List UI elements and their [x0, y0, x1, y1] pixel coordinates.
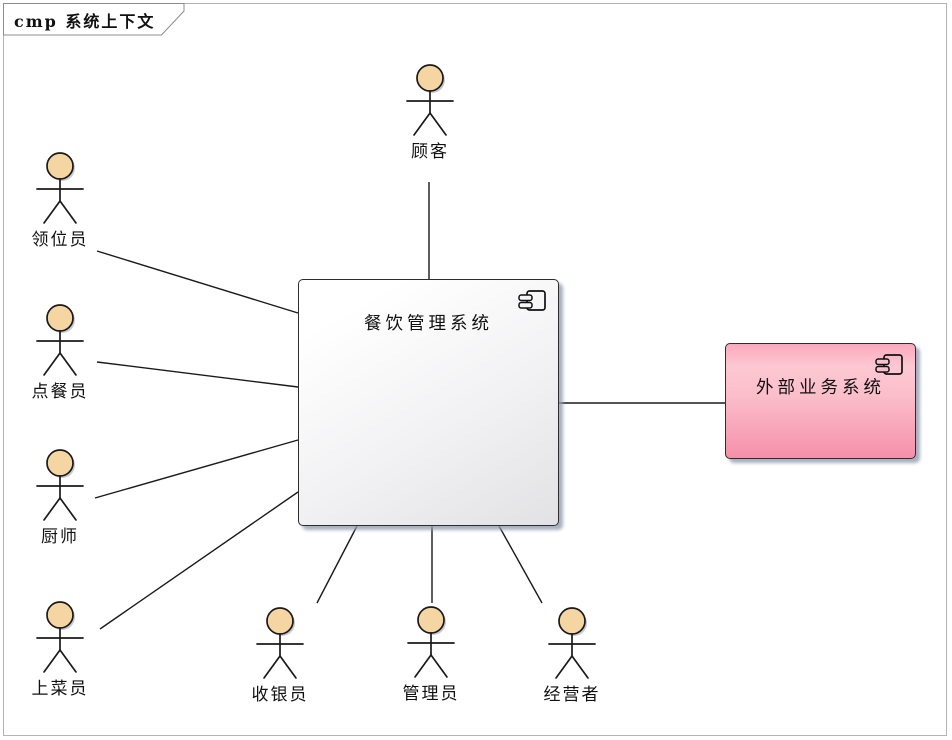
actor-label: 收银员: [251, 685, 309, 705]
actor-label: 领位员: [31, 230, 89, 250]
component-external-business-system[interactable]: 外部业务系统: [725, 343, 916, 459]
actor-owner[interactable]: 经营者: [534, 606, 610, 705]
frame-tab-label: cmp 系统上下文: [14, 12, 156, 31]
actor-cashier[interactable]: 收银员: [242, 606, 318, 705]
stick-figure-icon: [407, 606, 455, 678]
actor-order-taker[interactable]: 点餐员: [22, 303, 98, 402]
stick-figure-icon: [36, 304, 84, 376]
component-restaurant-management-system[interactable]: 餐饮管理系统: [298, 279, 559, 526]
actor-admin[interactable]: 管理员: [393, 605, 469, 704]
frame-tab-shape: [3, 3, 185, 36]
actor-label: 经营者: [543, 685, 601, 705]
component-label: 外部业务系统: [756, 378, 885, 398]
actor-label: 顾客: [411, 142, 449, 162]
stick-figure-icon: [36, 152, 84, 224]
uml-component-icon: [518, 290, 546, 311]
uml-component-icon: [875, 354, 903, 375]
actor-label: 厨师: [41, 527, 79, 547]
stick-figure-icon: [548, 607, 596, 679]
stick-figure-icon: [256, 607, 304, 679]
component-label: 餐饮管理系统: [364, 314, 493, 334]
actor-food-server[interactable]: 上菜员: [22, 600, 98, 699]
actor-customer[interactable]: 顾客: [392, 63, 468, 162]
actor-chef[interactable]: 厨师: [22, 448, 98, 547]
actor-host[interactable]: 领位员: [22, 151, 98, 250]
actor-label: 管理员: [402, 684, 460, 704]
actor-label: 点餐员: [31, 382, 89, 402]
actor-label: 上菜员: [31, 679, 89, 699]
stick-figure-icon: [36, 601, 84, 673]
frame-tab: cmp 系统上下文: [3, 3, 195, 36]
stick-figure-icon: [36, 449, 84, 521]
stick-figure-icon: [406, 64, 454, 136]
